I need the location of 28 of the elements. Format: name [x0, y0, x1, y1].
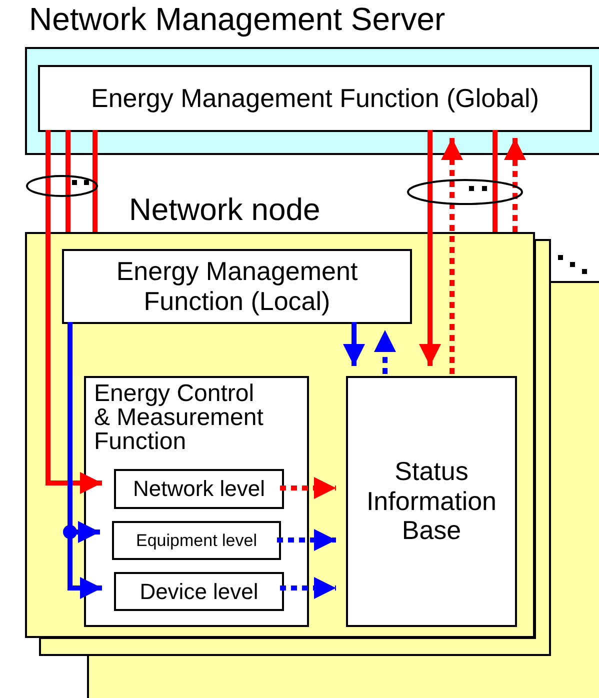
level-box [112, 521, 281, 560]
arrow [374, 330, 396, 374]
connector-line [66, 130, 70, 232]
box-heading: Network Management Server [29, 1, 446, 38]
box-label: Equipment level [136, 530, 257, 550]
level-box [114, 572, 284, 611]
level-box [114, 469, 284, 509]
box-label: Energy Control & Measurement Function [94, 382, 264, 454]
connector-line [92, 130, 98, 232]
arrow [504, 138, 526, 232]
arrow [343, 322, 365, 366]
box-label: Energy Management Function (Local) [115, 256, 359, 316]
function-box [62, 249, 412, 324]
arrow [441, 138, 463, 374]
arrow [280, 477, 336, 499]
box-label: Status Information Base [365, 456, 498, 546]
arrow [419, 130, 441, 366]
arrow [277, 529, 336, 551]
box-label: Network level [132, 476, 266, 502]
box-label: Device level [140, 578, 258, 604]
database-box [346, 376, 517, 627]
box-heading: Network node [129, 192, 320, 228]
function-box [38, 65, 592, 132]
function-box [84, 376, 309, 627]
arrow [46, 130, 102, 494]
connector-line [492, 130, 498, 232]
arrow [280, 577, 336, 599]
box-label: Energy Management Function (Global) [90, 84, 539, 114]
